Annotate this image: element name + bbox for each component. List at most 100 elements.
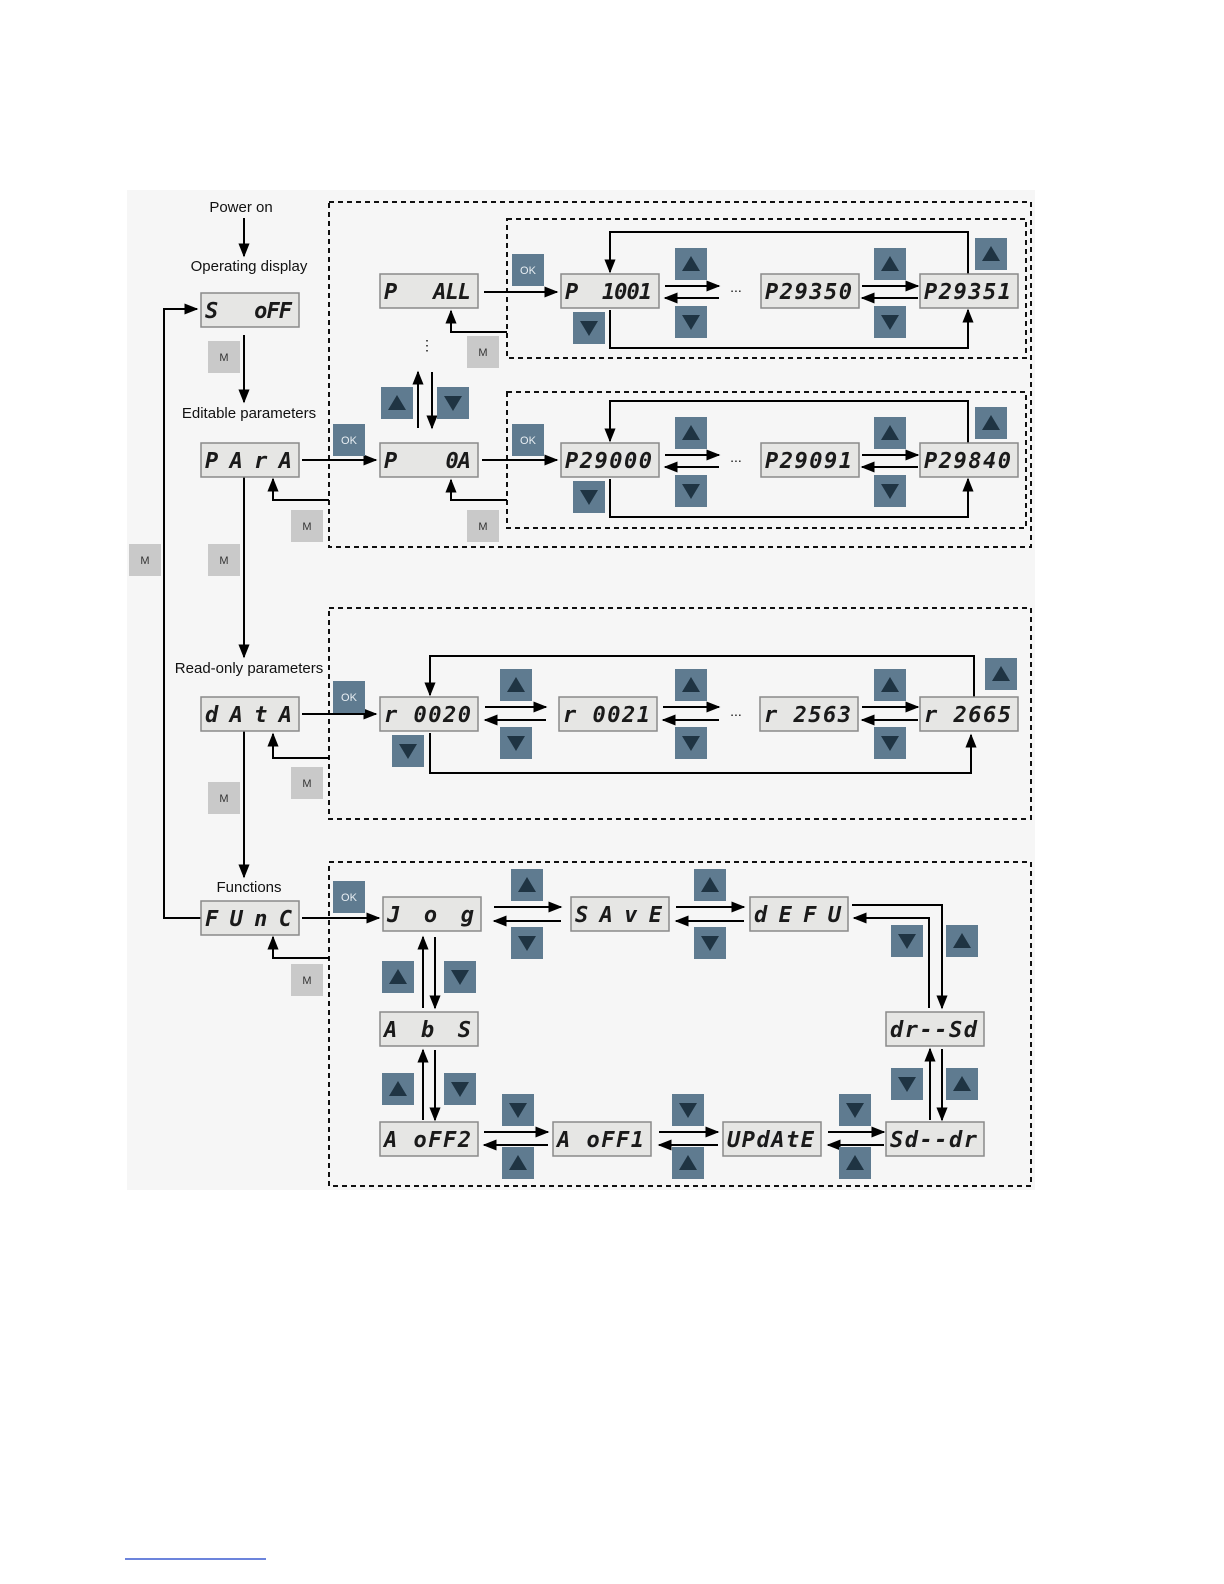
triangle-down-icon — [451, 970, 469, 985]
up-button — [382, 961, 414, 993]
editable-parameters-label: Editable parameters — [182, 405, 316, 422]
m-button: M — [208, 544, 240, 576]
down-button — [675, 475, 707, 507]
down-button — [437, 387, 469, 419]
display-text: r 2563 — [764, 703, 854, 728]
flow-arrow — [604, 231, 969, 274]
m-button: M — [291, 964, 323, 996]
triangle-up-icon — [682, 256, 700, 271]
read-only-parameters-label: Read-only parameters — [175, 660, 323, 677]
display-a-off2: A oFF2 — [379, 1121, 479, 1157]
triangle-down-icon — [881, 736, 899, 751]
triangle-up-icon — [682, 425, 700, 440]
display-r2563: r 2563 — [759, 696, 859, 732]
display-update: UPdAtE — [722, 1121, 822, 1157]
button-label: M — [219, 555, 228, 567]
display-text: UPdAtE — [727, 1128, 817, 1153]
button-label: OK — [520, 435, 537, 447]
triangle-down-icon — [898, 934, 916, 949]
flow-arrow — [267, 732, 329, 759]
flow-arrow — [852, 912, 930, 1008]
flow-arrow — [445, 478, 507, 501]
down-button — [891, 1068, 923, 1100]
display-text: P 1001 — [565, 280, 655, 305]
button-label: M — [219, 793, 228, 805]
display-p29091: P29091 — [760, 442, 860, 478]
display-text: r 0020 — [384, 703, 474, 728]
display-text: A oFF2 — [382, 1128, 474, 1153]
triangle-down-icon — [507, 736, 525, 751]
triangle-down-icon — [881, 315, 899, 330]
triangle-up-icon — [881, 677, 899, 692]
up-button — [675, 669, 707, 701]
up-button — [500, 669, 532, 701]
display-text: dr--Sd — [890, 1018, 980, 1043]
button-label: M — [140, 555, 149, 567]
triangle-down-icon — [701, 936, 719, 951]
display-text: r 0021 — [563, 703, 653, 728]
m-button: M — [208, 341, 240, 373]
triangle-up-icon — [389, 1081, 407, 1096]
display-r0021: r 0021 — [558, 696, 658, 732]
display-text: P 0A — [384, 449, 474, 474]
up-button — [874, 669, 906, 701]
triangle-up-icon — [881, 425, 899, 440]
down-button — [839, 1094, 871, 1126]
display-jog: Jog — [382, 896, 482, 932]
display-para: PArA — [200, 442, 300, 478]
m-button: M — [291, 767, 323, 799]
display-data: dAtA — [200, 696, 300, 732]
button-label: M — [302, 521, 311, 533]
triangle-up-icon — [982, 415, 1000, 430]
triangle-down-icon — [451, 1082, 469, 1097]
flow-arrow — [267, 477, 329, 501]
m-button: M — [208, 782, 240, 814]
down-button — [444, 1073, 476, 1105]
button-label: M — [478, 347, 487, 359]
triangle-down-icon — [682, 315, 700, 330]
ellipsis: ... — [730, 449, 742, 465]
display-text: r 2665 — [924, 703, 1014, 728]
down-button — [675, 306, 707, 338]
down-button — [694, 927, 726, 959]
up-button — [874, 248, 906, 280]
triangle-down-icon — [518, 936, 536, 951]
vertical-ellipsis: ⋮ — [420, 337, 434, 353]
down-button — [392, 735, 424, 767]
down-button — [675, 727, 707, 759]
triangle-down-icon — [399, 744, 417, 759]
display-text: P29091 — [765, 449, 855, 474]
triangle-up-icon — [509, 1155, 527, 1170]
display-text: AbS — [382, 1018, 474, 1043]
button-label: OK — [341, 435, 358, 447]
parameter-group-all-frame — [506, 218, 1027, 359]
power-on-label: Power on — [209, 199, 272, 216]
display-text: P29000 — [565, 449, 655, 474]
down-button — [891, 925, 923, 957]
display-p29350: P29350 — [760, 273, 860, 309]
display-text: P29840 — [924, 449, 1014, 474]
up-button — [382, 1073, 414, 1105]
down-button — [511, 927, 543, 959]
triangle-up-icon — [682, 677, 700, 692]
display-text: S oFF — [205, 299, 295, 324]
display-p29351: P29351 — [919, 273, 1019, 309]
triangle-down-icon — [509, 1103, 527, 1118]
up-button — [874, 417, 906, 449]
display-func: FUnC — [200, 900, 300, 936]
button-label: M — [219, 352, 228, 364]
triangle-up-icon — [507, 677, 525, 692]
flow-arrow — [267, 935, 329, 959]
editable-parameters-frame — [328, 201, 1032, 548]
ellipsis: ... — [730, 703, 742, 719]
ok-button: OK — [512, 254, 544, 286]
triangle-down-icon — [580, 490, 598, 505]
up-button — [975, 407, 1007, 439]
down-button — [672, 1094, 704, 1126]
display-text: Sd--dr — [890, 1128, 980, 1153]
triangle-down-icon — [679, 1103, 697, 1118]
ok-button: OK — [512, 424, 544, 456]
triangle-down-icon — [682, 484, 700, 499]
triangle-up-icon — [389, 969, 407, 984]
m-button: M — [291, 510, 323, 542]
